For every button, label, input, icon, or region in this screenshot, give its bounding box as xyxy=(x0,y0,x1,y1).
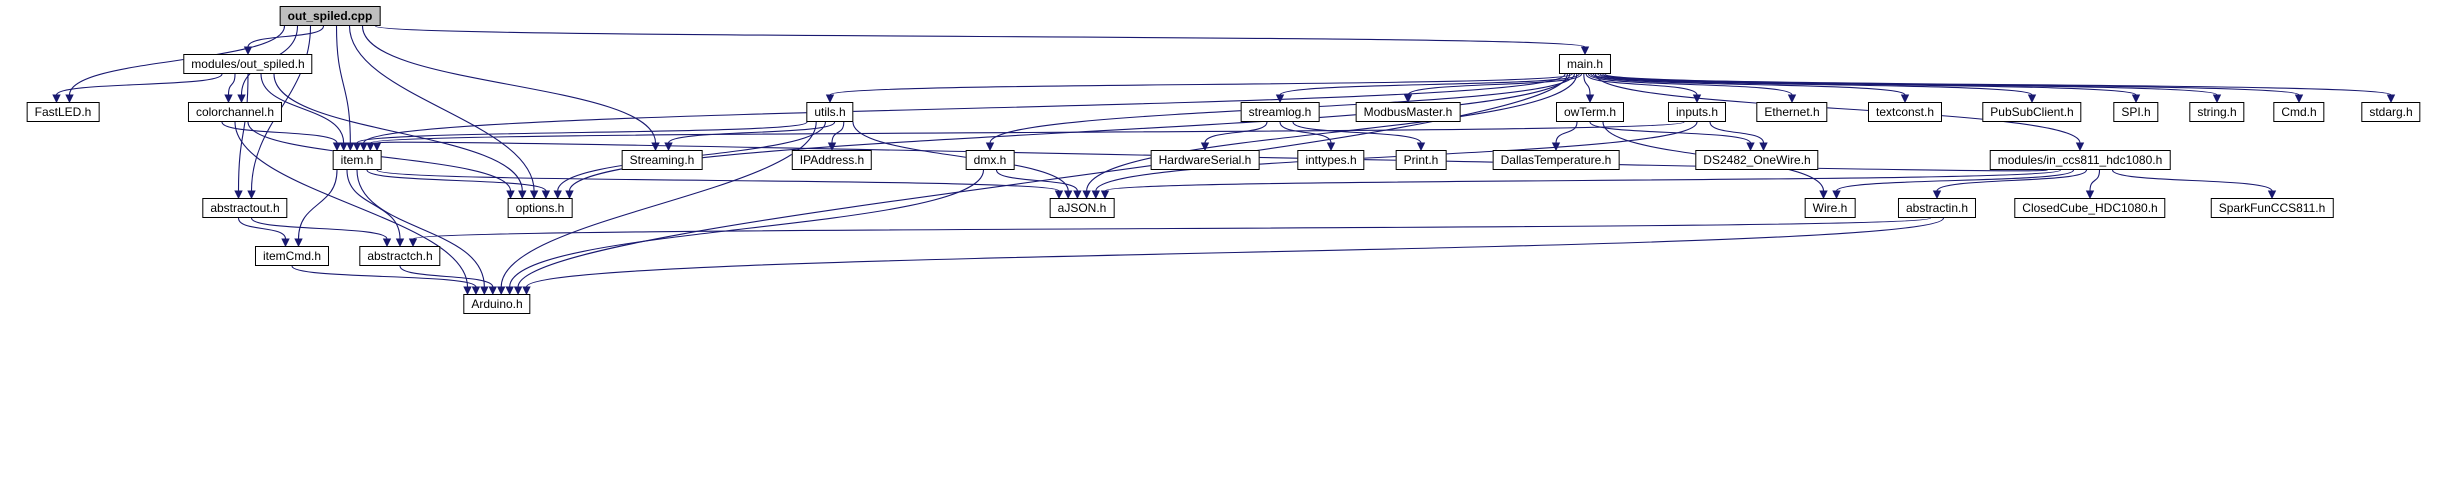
graph-node-streamlog-h[interactable]: streamlog.h xyxy=(1240,102,1320,122)
graph-node-dmx-h[interactable]: dmx.h xyxy=(965,150,1015,170)
graph-node-textconst-h[interactable]: textconst.h xyxy=(1867,102,1943,122)
graph-node-owterm-h[interactable]: owTerm.h xyxy=(1555,102,1625,122)
graph-node-abstractch-h[interactable]: abstractch.h xyxy=(359,246,441,266)
graph-node-pubsubclient-h[interactable]: PubSubClient.h xyxy=(1982,102,2082,122)
graph-node-inttypes-h[interactable]: inttypes.h xyxy=(1297,150,1365,170)
graph-node-options-h[interactable]: options.h xyxy=(507,198,573,218)
graph-node-ipaddress-h[interactable]: IPAddress.h xyxy=(791,150,873,170)
graph-node-cmd-h[interactable]: Cmd.h xyxy=(2273,102,2325,122)
graph-node-main-h[interactable]: main.h xyxy=(1558,54,1612,74)
graph-node-spi-h[interactable]: SPI.h xyxy=(2113,102,2159,122)
graph-node-hardwareserial-h[interactable]: HardwareSerial.h xyxy=(1150,150,1260,170)
graph-node-stdarg-h[interactable]: stdarg.h xyxy=(2361,102,2421,122)
graph-node-modules-in-ccs811-hdc1080-h[interactable]: modules/in_ccs811_hdc1080.h xyxy=(1989,150,2171,170)
graph-node-wire-h[interactable]: Wire.h xyxy=(1804,198,1856,218)
graph-node-item-h[interactable]: item.h xyxy=(332,150,382,170)
graph-node-ds2482-onewire-h[interactable]: DS2482_OneWire.h xyxy=(1695,150,1819,170)
graph-node-sparkfunccs811-h[interactable]: SparkFunCCS811.h xyxy=(2210,198,2334,218)
graph-node-fastled-h[interactable]: FastLED.h xyxy=(26,102,100,122)
graph-node-print-h[interactable]: Print.h xyxy=(1395,150,1447,170)
graph-node-inputs-h[interactable]: inputs.h xyxy=(1667,102,1727,122)
graph-node-abstractin-h[interactable]: abstractin.h xyxy=(1897,198,1977,218)
graph-node-itemcmd-h[interactable]: itemCmd.h xyxy=(254,246,330,266)
graph-node-colorchannel-h[interactable]: colorchannel.h xyxy=(187,102,283,122)
graph-node-out-spiled-cpp[interactable]: out_spiled.cpp xyxy=(279,6,381,26)
graph-node-dallastemperature-h[interactable]: DallasTemperature.h xyxy=(1492,150,1620,170)
graph-node-arduino-h[interactable]: Arduino.h xyxy=(463,294,531,314)
graph-node-closedcube-hdc1080-h[interactable]: ClosedCube_HDC1080.h xyxy=(2014,198,2166,218)
graph-node-ethernet-h[interactable]: Ethernet.h xyxy=(1756,102,1828,122)
graph-node-string-h[interactable]: string.h xyxy=(2189,102,2245,122)
graph-node-abstractout-h[interactable]: abstractout.h xyxy=(202,198,288,218)
graph-node-streaming-h[interactable]: Streaming.h xyxy=(621,150,703,170)
graph-node-modules-out-spiled-h[interactable]: modules/out_spiled.h xyxy=(183,54,313,74)
graph-node-modbusmaster-h[interactable]: ModbusMaster.h xyxy=(1355,102,1461,122)
graph-node-utils-h[interactable]: utils.h xyxy=(806,102,854,122)
graph-node-ajson-h[interactable]: aJSON.h xyxy=(1049,198,1115,218)
